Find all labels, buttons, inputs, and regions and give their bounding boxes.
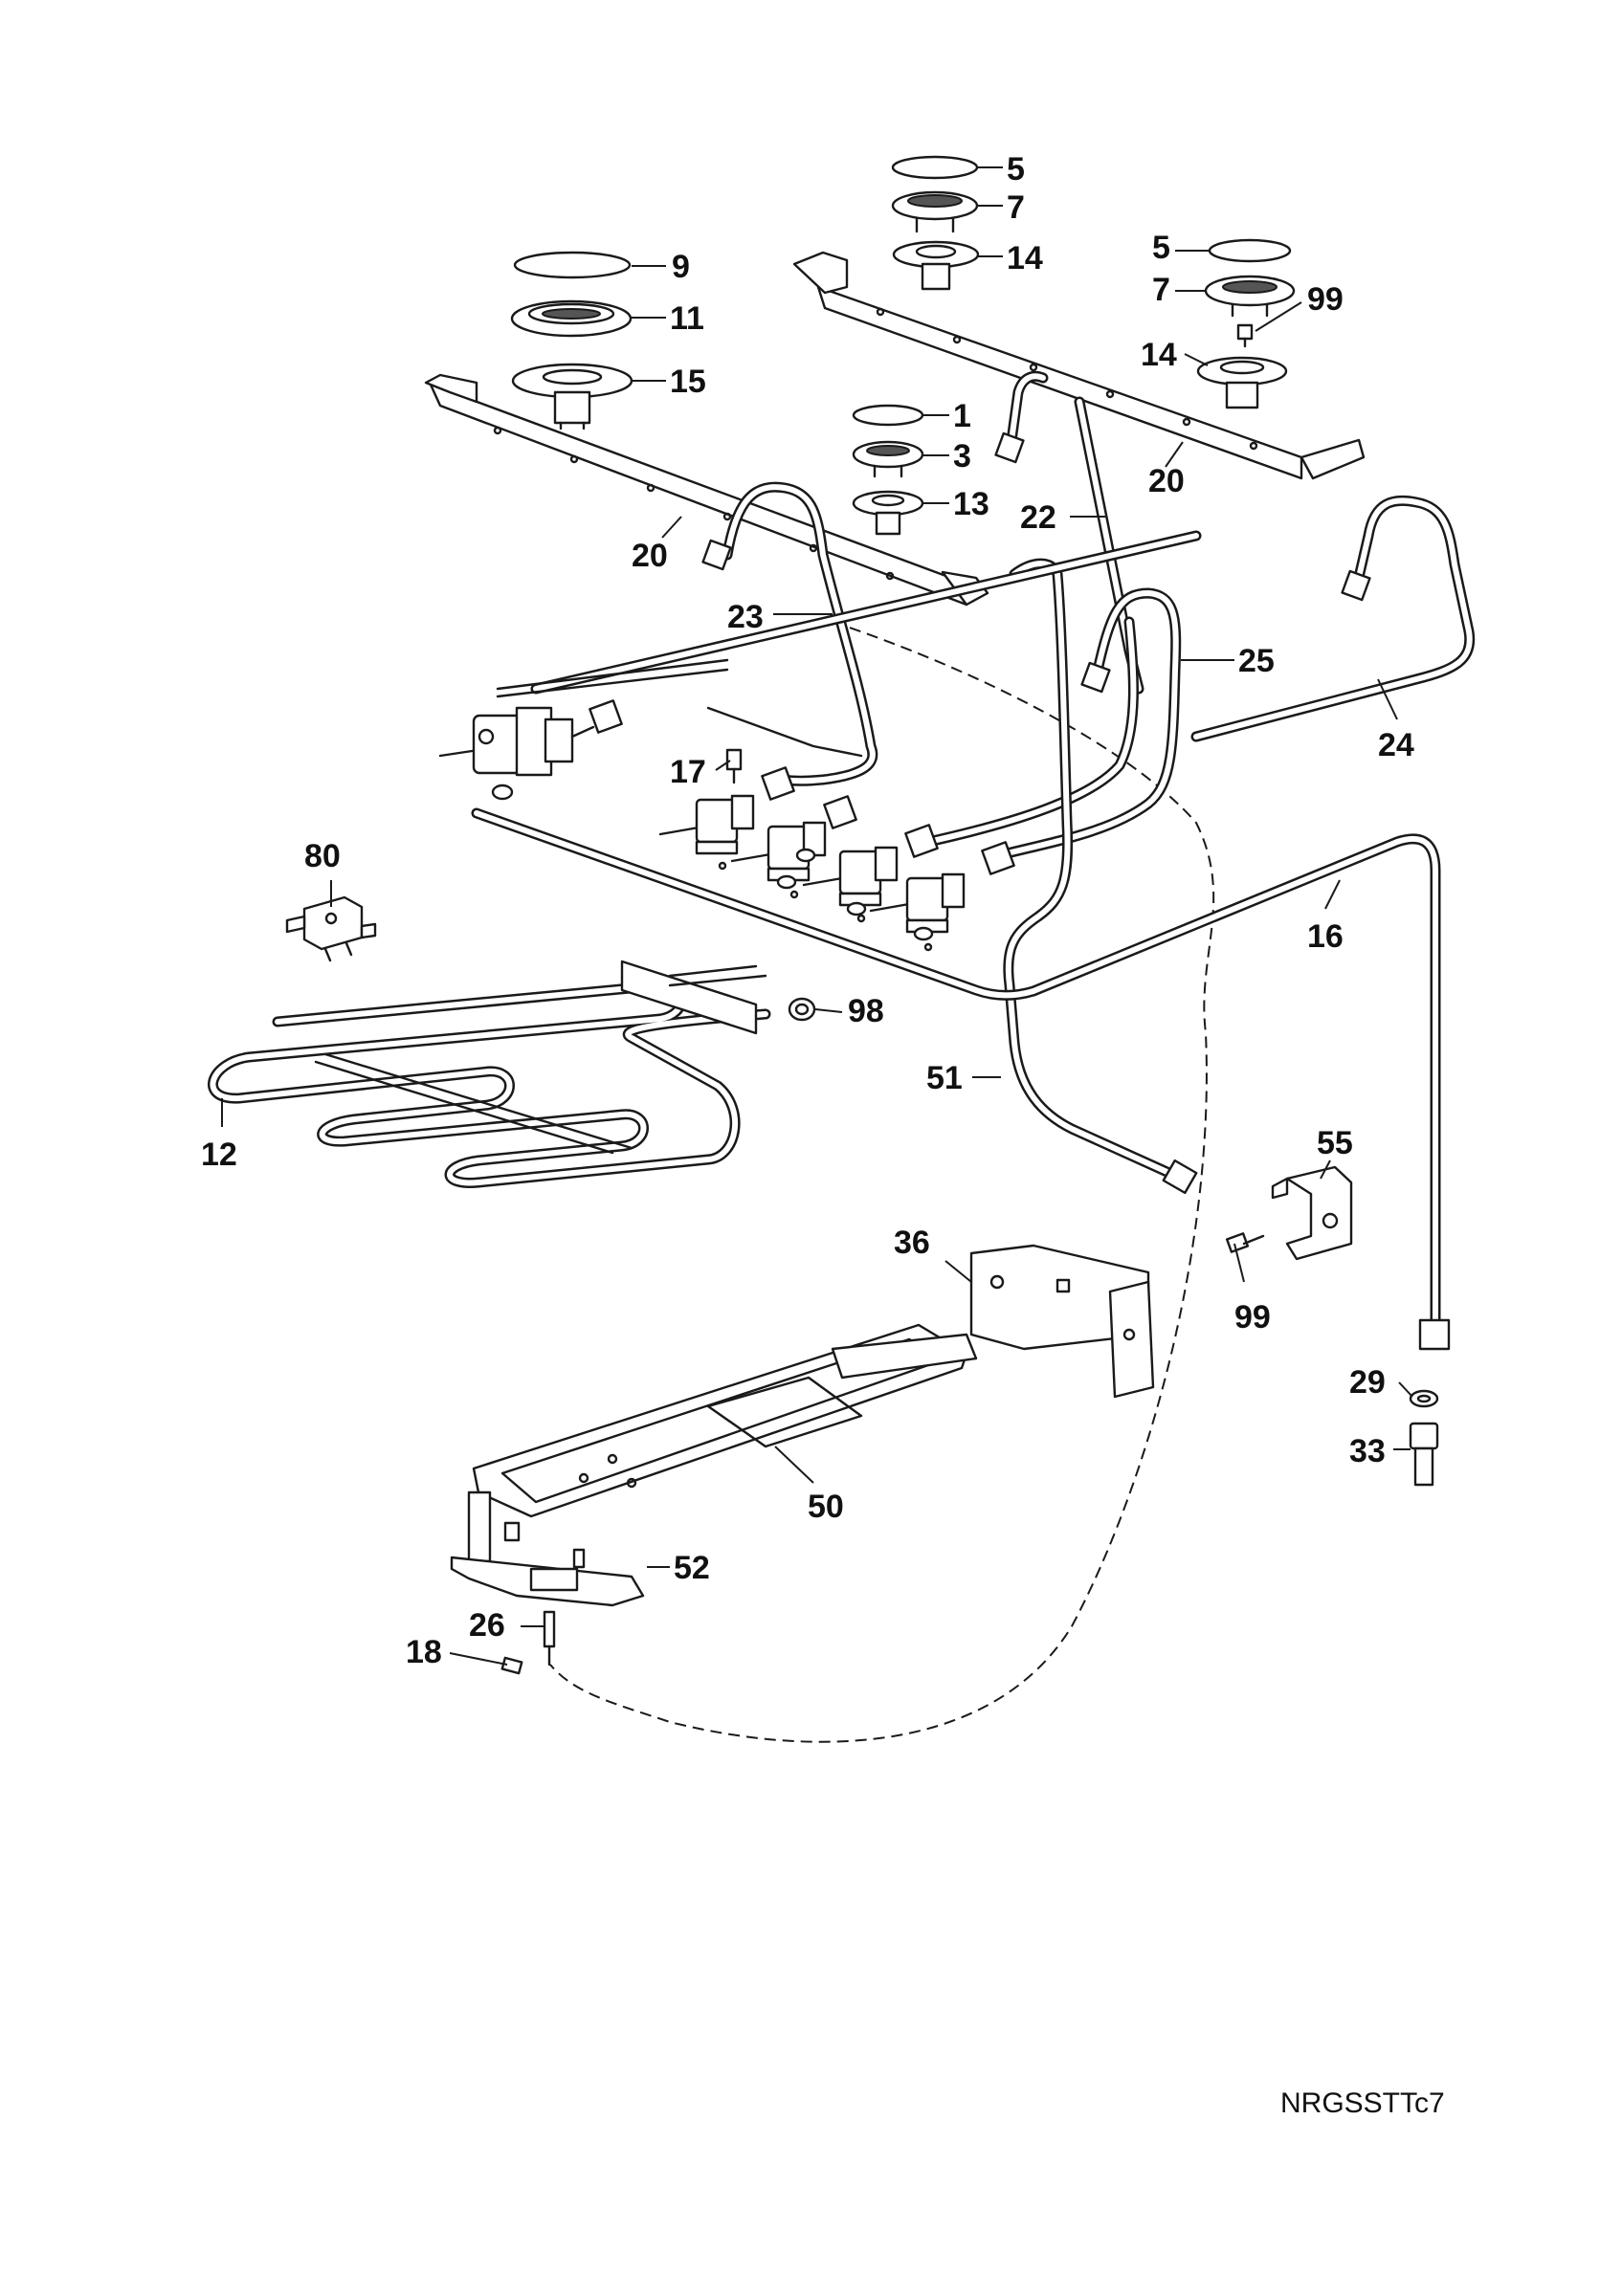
callout-80: 80 — [304, 838, 341, 874]
gas-pipe-24 — [1190, 495, 1476, 742]
callout-11: 11 — [670, 300, 704, 337]
callout-17: 17 — [670, 754, 706, 790]
screw-small-a — [1236, 323, 1254, 348]
callout-33: 33 — [1349, 1433, 1386, 1469]
leader-lines — [221, 166, 1413, 1666]
grill-burner-50 — [472, 1323, 978, 1518]
burner-cap-medium-a — [891, 155, 979, 180]
callout-5-top: 5 — [1007, 151, 1025, 188]
callout-16: 16 — [1307, 918, 1344, 955]
gas-pipe-23 — [722, 481, 878, 786]
gas-pipe-25 — [922, 587, 1182, 862]
callout-50: 50 — [808, 1489, 844, 1525]
gas-valve-main — [438, 658, 729, 777]
burner-bracket-36 — [969, 1244, 1155, 1399]
callout-22: 22 — [1020, 499, 1056, 536]
callout-36: 36 — [894, 1225, 930, 1261]
callout-24: 24 — [1378, 727, 1414, 763]
callout-15: 15 — [670, 364, 706, 400]
thermocouple-26 — [543, 1610, 556, 1667]
thermostat-switch — [285, 895, 377, 962]
gas-pipe-16 — [471, 807, 1441, 1336]
burner-head-large — [510, 299, 633, 338]
burner-body-medium-a — [892, 240, 980, 291]
callout-52: 52 — [674, 1550, 710, 1586]
ignition-wire — [706, 706, 863, 758]
callout-55: 55 — [1317, 1125, 1353, 1161]
burner-body-medium-b — [1196, 356, 1288, 409]
burner-tap-1 — [658, 794, 755, 855]
pipe-nuts — [589, 431, 1451, 1351]
tap-washers — [776, 848, 934, 941]
gas-pipe-main — [1003, 558, 1188, 1184]
rail-holes — [718, 861, 933, 952]
callout-23: 23 — [727, 599, 764, 635]
callout-13: 13 — [953, 486, 989, 522]
grommet-98 — [788, 997, 816, 1022]
mounting-bracket-55 — [1271, 1165, 1353, 1261]
callout-12: 12 — [201, 1137, 237, 1173]
callout-20-left: 20 — [632, 538, 668, 574]
burner-tap-4 — [869, 872, 966, 934]
burner-cap-medium-b — [1208, 238, 1292, 263]
callout-7-top: 7 — [1007, 189, 1025, 226]
callout-25: 25 — [1238, 643, 1275, 679]
callout-1: 1 — [953, 398, 971, 434]
burner-head-medium-a — [891, 190, 979, 233]
burner-body-large — [511, 363, 633, 430]
callout-99-lower: 99 — [1234, 1299, 1271, 1336]
callout-14-right: 14 — [1141, 337, 1177, 373]
gas-manifold-pipe — [530, 530, 1202, 695]
ignition-clip-17 — [725, 748, 743, 784]
callout-7-right: 7 — [1152, 272, 1170, 308]
callout-26: 26 — [469, 1607, 505, 1644]
callout-9: 9 — [672, 249, 690, 285]
callout-labels: 5 7 14 5 7 99 14 9 11 15 1 3 13 22 20 20… — [201, 151, 1414, 1670]
callout-29: 29 — [1349, 1364, 1386, 1401]
callout-18: 18 — [406, 1634, 442, 1670]
burner-cap-small — [852, 404, 924, 427]
callout-20-right: 20 — [1148, 463, 1185, 499]
callout-98: 98 — [848, 993, 884, 1029]
callout-14-top: 14 — [1007, 240, 1043, 276]
burner-tap-3 — [802, 846, 899, 907]
burner-head-small — [852, 440, 924, 478]
screw-99-lower — [1225, 1232, 1265, 1253]
burner-cap-large — [513, 251, 632, 279]
burner-support-bracket-right — [792, 251, 1366, 480]
mounting-plate-52 — [450, 1490, 645, 1607]
grill-heating-element — [208, 960, 771, 1188]
callout-99-top: 99 — [1307, 281, 1344, 318]
washer-small-left — [491, 784, 514, 801]
burner-head-medium-b — [1204, 275, 1296, 318]
callout-3: 3 — [953, 438, 971, 475]
thermocouple-wire-path — [549, 621, 1215, 1743]
drawing-reference: NRGSSTTc7 — [1280, 2087, 1445, 2119]
inlet-connector-33 — [1409, 1422, 1439, 1487]
washer-29 — [1409, 1389, 1439, 1408]
clip-18 — [500, 1656, 523, 1675]
burner-body-small — [852, 490, 924, 536]
callout-51: 51 — [926, 1060, 963, 1096]
callout-5-right: 5 — [1152, 230, 1170, 266]
